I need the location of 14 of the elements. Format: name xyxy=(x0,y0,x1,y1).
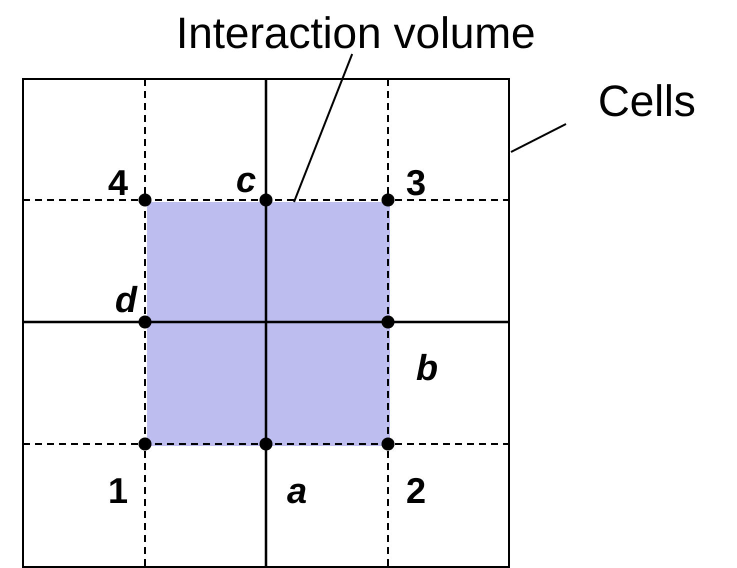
vertex-number: 3 xyxy=(406,165,426,201)
leader-line xyxy=(293,54,354,202)
cell-grid xyxy=(22,78,510,568)
interaction-volume-region xyxy=(147,202,390,446)
edge-letter: a xyxy=(286,473,308,509)
vertex-number: 2 xyxy=(406,473,426,509)
callout-text: Interaction volume xyxy=(176,12,536,56)
leader-line xyxy=(510,123,566,153)
vertex-number: 1 xyxy=(108,473,128,509)
edge-letter: c xyxy=(236,162,256,198)
vertex-number: 4 xyxy=(108,165,128,201)
edge-letter: d xyxy=(115,282,137,318)
callout-text: Cells xyxy=(598,80,696,124)
edge-letter: b xyxy=(416,350,438,386)
